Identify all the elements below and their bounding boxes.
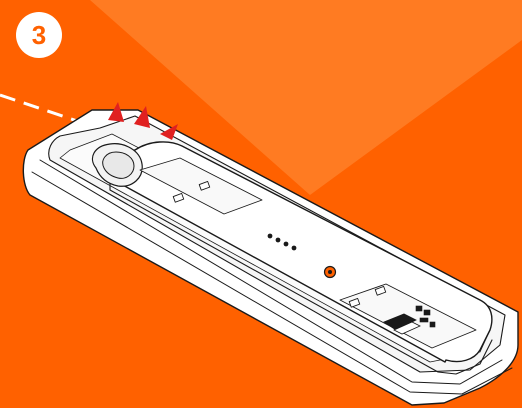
orange-button [325,267,336,278]
indicator-dot [292,246,297,251]
indicator-dot [276,238,281,243]
indicator-dot [284,242,289,247]
step-number-badge: 3 [16,12,62,58]
label-icon-4 [430,322,435,327]
label-icon-3 [420,318,428,322]
label-icon-1 [416,306,422,311]
indicator-dot [268,234,273,239]
label-icon-2 [424,310,430,315]
step-number: 3 [32,20,46,51]
